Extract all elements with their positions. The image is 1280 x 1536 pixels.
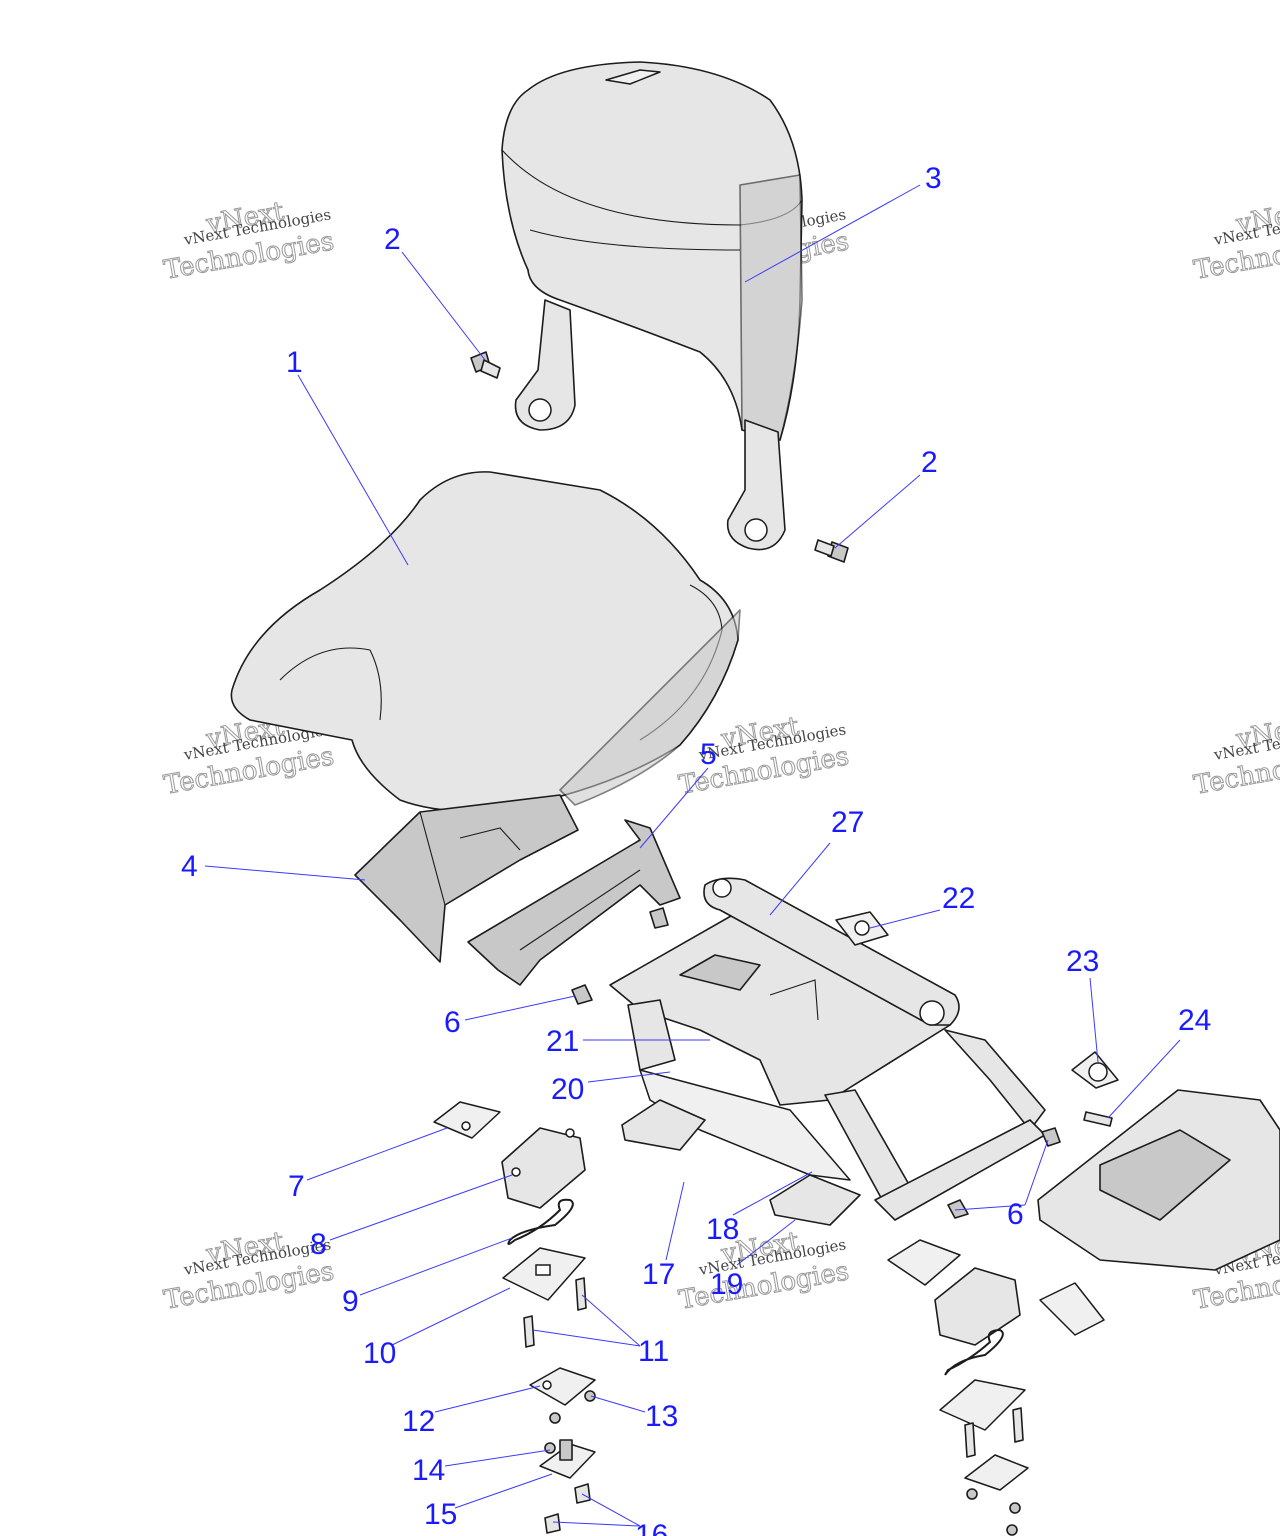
bolt-24-part <box>1083 1111 1113 1127</box>
bolt-part-upper <box>470 351 501 379</box>
callout-24: 24 <box>1178 1004 1211 1037</box>
nuts-13-part <box>549 1390 596 1424</box>
callout-22: 22 <box>942 882 975 915</box>
callout-2-upper: 2 <box>384 223 401 256</box>
leader-lines <box>204 184 1181 1527</box>
callout-6-right: 6 <box>1007 1198 1024 1231</box>
fasteners-16-part <box>544 1483 591 1534</box>
spring-clip-9-part <box>507 1198 574 1245</box>
seat-part <box>230 471 741 963</box>
callout-20: 20 <box>551 1073 584 1106</box>
clip-part-6a <box>571 984 593 1005</box>
plate-10-part <box>502 1247 586 1301</box>
callout-15: 15 <box>424 1498 457 1531</box>
clip-part-6b <box>947 1199 969 1219</box>
callout-3: 3 <box>925 162 942 195</box>
callout-4: 4 <box>181 850 198 883</box>
callout-1: 1 <box>286 346 303 379</box>
seat-frame-part <box>609 877 1046 1226</box>
watermark-bottom-center: vNext vNext Technologies Technologies <box>676 1226 852 1316</box>
callout-21: 21 <box>546 1025 579 1058</box>
side-panel-part <box>467 819 681 986</box>
callout-13: 13 <box>645 1400 678 1433</box>
plate-12-part <box>529 1367 596 1406</box>
callout-11: 11 <box>638 1335 669 1368</box>
clip-part-6d <box>649 907 669 929</box>
callout-14: 14 <box>412 1454 445 1487</box>
callout-2-lower: 2 <box>921 446 938 479</box>
callout-8: 8 <box>310 1228 327 1261</box>
parts <box>230 61 1280 1536</box>
callout-6-left: 6 <box>444 1006 461 1039</box>
callout-23: 23 <box>1066 945 1099 978</box>
callout-18: 18 <box>706 1213 739 1246</box>
pad-8-part <box>501 1127 586 1209</box>
plate-22-part <box>835 911 889 946</box>
callout-12: 12 <box>402 1405 435 1438</box>
callout-5: 5 <box>700 738 717 771</box>
hinge-7-part <box>433 1101 501 1139</box>
cowling-part <box>1037 1089 1280 1271</box>
callout-17: 17 <box>642 1258 675 1291</box>
right-side-hardware <box>887 1239 1105 1536</box>
watermark-top-left: vNext vNext Technologies Technologies <box>161 196 337 286</box>
callout-7: 7 <box>288 1170 305 1203</box>
bolt-part-lower <box>814 539 849 563</box>
latch-14-part <box>539 1439 596 1479</box>
callout-9: 9 <box>342 1285 359 1318</box>
clip-part-6c <box>1041 1127 1061 1147</box>
callout-labels: 1 2 2 3 4 5 6 6 7 8 9 10 11 12 13 14 15 … <box>181 162 1211 1536</box>
backrest-part <box>501 61 803 551</box>
watermark-mid-right: vNext vNext Technologies Technologies <box>1191 711 1280 801</box>
plate-23-part <box>1071 1051 1119 1089</box>
watermark-top-right: vNext vNext Technologies Technologies <box>1191 196 1280 286</box>
callout-16: 16 <box>635 1519 668 1536</box>
callout-27: 27 <box>831 806 864 839</box>
bolts-11-part <box>523 1277 587 1348</box>
callout-19: 19 <box>710 1268 743 1301</box>
callout-10: 10 <box>363 1337 396 1370</box>
